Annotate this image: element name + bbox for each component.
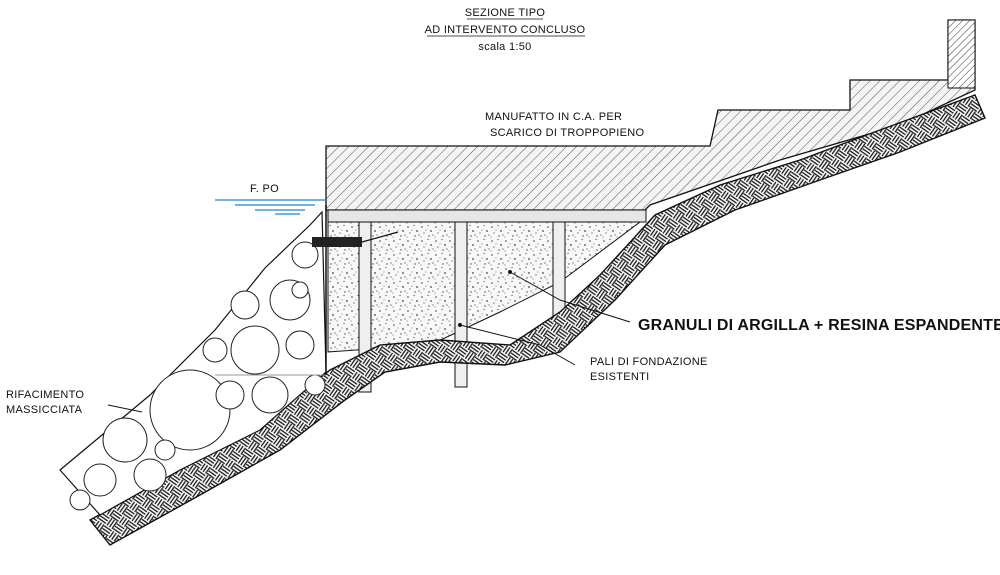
label-pali-1: PALI DI FONDAZIONE <box>590 356 708 368</box>
title-line2: AD INTERVENTO CONCLUSO <box>425 24 586 36</box>
label-manufatto-1: MANUFATTO IN C.A. PER <box>485 111 622 123</box>
rock-riprap <box>59 210 327 516</box>
leader-lines <box>107 271 631 413</box>
leader-dot-pali <box>458 323 462 327</box>
label-river: F. PO <box>250 183 279 195</box>
leader-dot-granuli <box>508 270 512 274</box>
title-line1: SEZIONE TIPO <box>465 7 546 19</box>
label-granuli: GRANULI DI ARGILLA + RESINA ESPANDENTE <box>638 317 1000 334</box>
retaining-wall-hatch <box>947 19 976 89</box>
water-level <box>215 199 326 215</box>
slab-underside <box>327 209 647 223</box>
label-rifacimento-2: MASSICCIATA <box>6 404 83 416</box>
label-rifacimento-1: RIFACIMENTO <box>6 389 84 401</box>
geotextile-slope-band <box>88 94 986 546</box>
label-pali-2: ESISTENTI <box>590 371 650 383</box>
label-manufatto-2: SCARICO DI TROPPOPIENO <box>490 127 644 139</box>
drain-pipe <box>312 231 399 247</box>
concrete-structure <box>325 19 976 211</box>
pile-1 <box>358 221 372 393</box>
title-scale: scala 1:50 <box>478 41 531 53</box>
